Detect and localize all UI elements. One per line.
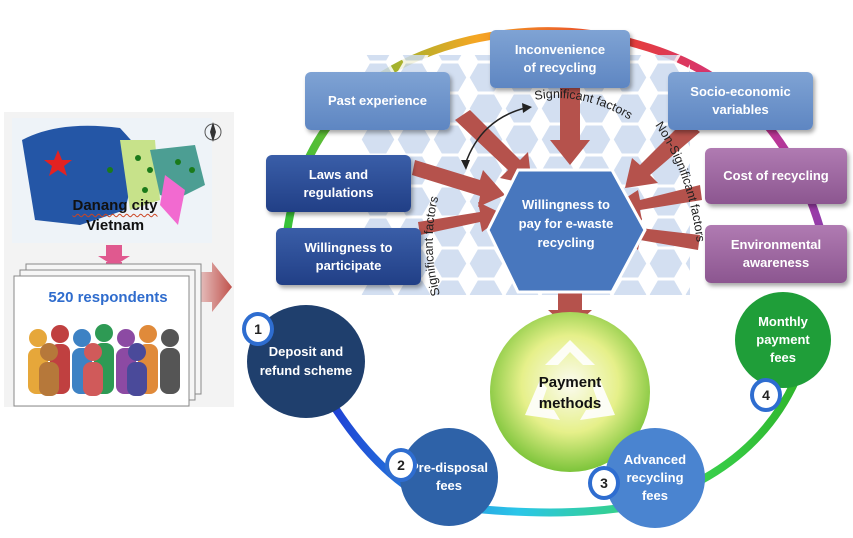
center-hexagon	[486, 168, 647, 294]
factor-laws: Laws and regulations	[266, 155, 411, 212]
method-advanced-circle: Advanced recycling fees	[605, 428, 705, 528]
factor-cost: Cost of recycling	[705, 148, 847, 204]
recycle-icon	[525, 340, 615, 420]
method-deposit-label: Deposit and refund scheme	[259, 344, 353, 378]
factor-socio-economic: Socio-economic variables	[668, 72, 813, 130]
method-advanced-label: Advanced recycling fees	[623, 451, 687, 504]
respondents-label: 520 respondents	[48, 289, 168, 306]
factor-past-experience: Past experience	[305, 72, 450, 130]
factor-willingness-participate: Willingness to participate	[276, 228, 421, 285]
crowd-illustration	[28, 324, 180, 396]
factor-inconvenience: Inconvenience of recycling	[490, 30, 630, 88]
method-monthly-circle: Monthly payment fees	[735, 292, 831, 388]
center-label: Willingness to pay for e-waste recycling	[518, 197, 614, 250]
method-number-2: 2	[385, 448, 417, 482]
method-predisposal-circle: Pre-disposal fees	[400, 428, 498, 526]
map-city: Danang city	[72, 197, 158, 214]
factor-environmental: Environmental awareness	[705, 225, 847, 283]
method-number-1: 1	[242, 312, 274, 346]
star-icon	[44, 150, 72, 176]
down-arrow-1	[98, 245, 130, 266]
method-monthly-label: Monthly payment fees	[756, 313, 810, 366]
method-predisposal-label: Pre-disposal fees	[409, 459, 489, 493]
method-number-3: 3	[588, 466, 620, 500]
map-image	[12, 118, 222, 243]
payment-methods-label: Payment methods	[538, 374, 602, 412]
double-arrow-arc	[464, 107, 526, 166]
map-country: Vietnam	[85, 216, 145, 234]
compass-icon	[210, 122, 216, 142]
map-label: Danang city Vietnam	[30, 196, 200, 235]
method-number-4: 4	[750, 378, 782, 412]
payment-methods-circle	[490, 312, 650, 472]
